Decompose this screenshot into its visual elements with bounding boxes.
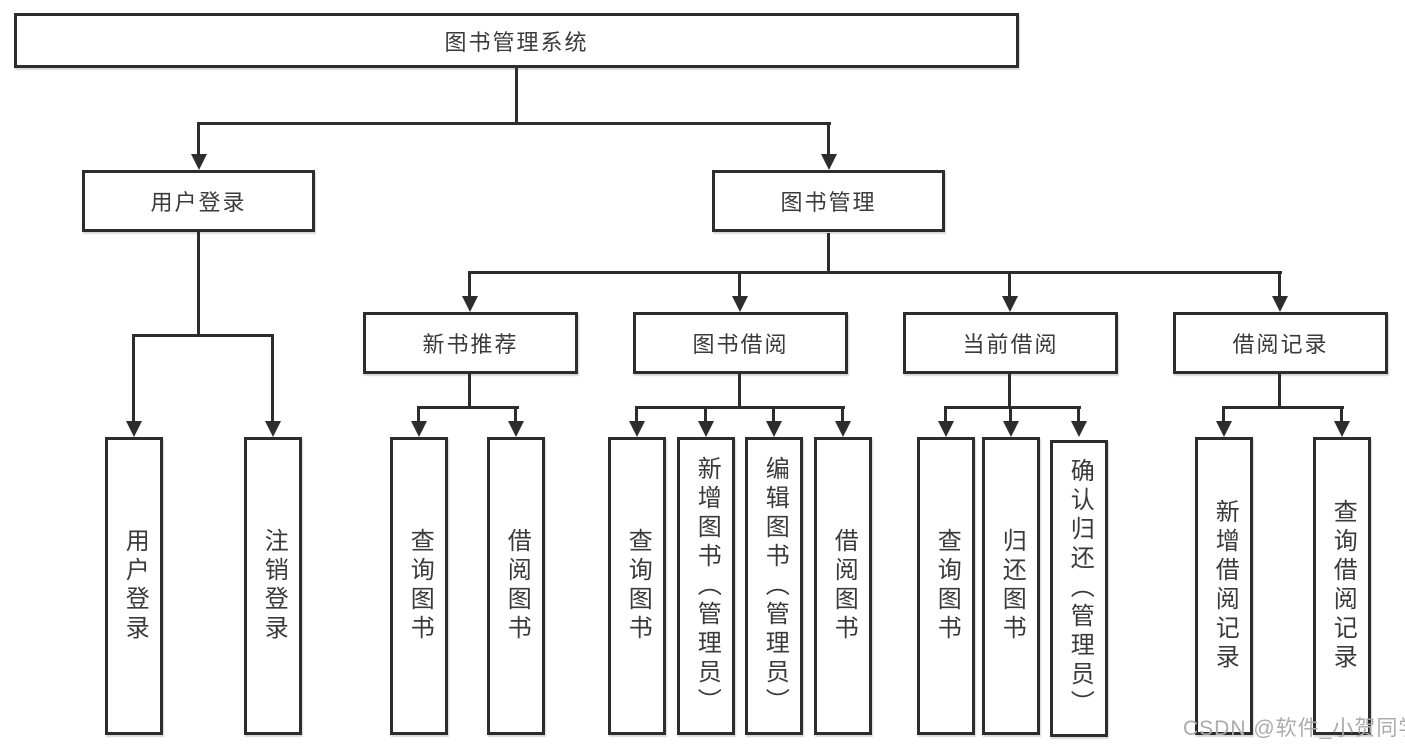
arrow-down-icon: [821, 154, 837, 170]
arrow-down-icon: [698, 421, 714, 437]
arrow-down-icon: [766, 421, 782, 437]
connector-line: [1009, 406, 1012, 423]
connector-line: [468, 374, 471, 408]
arrow-down-icon: [938, 421, 954, 437]
connector-line: [1340, 406, 1343, 423]
leaf-logout: 注销登录: [244, 437, 302, 735]
arrow-down-icon: [732, 296, 748, 312]
connector-line: [1278, 271, 1281, 298]
connector-line: [827, 122, 830, 156]
arrow-down-icon: [508, 421, 524, 437]
connector-line: [197, 232, 200, 336]
connector-line: [1008, 271, 1011, 298]
arrow-down-icon: [411, 421, 427, 437]
connector-line: [1222, 406, 1225, 423]
leaf-confirm-return-admin: 确认归还（管理员）: [1050, 440, 1108, 737]
node-book-borrow: 图书借阅: [633, 312, 848, 374]
connector-line: [417, 406, 420, 423]
arrow-down-icon: [629, 421, 645, 437]
connector-line: [635, 406, 845, 409]
leaf-query-book-recommend: 查询图书: [390, 437, 448, 735]
node-library-system: 图书管理系统: [14, 13, 1019, 68]
leaf-query-borrow-record: 查询借阅记录: [1313, 437, 1371, 735]
connector-line: [944, 406, 947, 423]
arrow-down-icon: [1272, 296, 1288, 312]
node-borrow-records: 借阅记录: [1173, 312, 1388, 374]
arrow-down-icon: [835, 421, 851, 437]
node-user-login: 用户登录: [82, 170, 315, 232]
leaf-return-book: 归还图书: [982, 437, 1040, 735]
arrow-down-icon: [126, 421, 142, 437]
leaf-query-current-borrow: 查询图书: [917, 437, 975, 735]
leaf-add-borrow-record: 新增借阅记录: [1195, 437, 1253, 735]
connector-line: [514, 406, 517, 423]
connector-line: [1077, 406, 1080, 423]
arrow-down-icon: [265, 421, 281, 437]
csdn-watermark: CSDN @软件_小贺同学: [1183, 717, 1405, 740]
connector-line: [132, 334, 274, 337]
arrow-down-icon: [1003, 421, 1019, 437]
arrow-down-icon: [1002, 296, 1018, 312]
connector-line: [1278, 374, 1281, 408]
connector-line: [468, 271, 471, 298]
connector-line: [271, 334, 274, 423]
connector-line: [197, 122, 831, 125]
arrow-down-icon: [1334, 421, 1350, 437]
leaf-borrow-book-recommend: 借阅图书: [487, 437, 545, 735]
connector-line: [704, 406, 707, 423]
leaf-user-login: 用户登录: [105, 437, 163, 735]
connector-line: [738, 374, 741, 408]
connector-line: [944, 406, 1081, 409]
leaf-query-book-borrow: 查询图书: [608, 437, 666, 735]
connector-line: [468, 271, 1282, 274]
connector-line: [772, 406, 775, 423]
node-new-book-recommend: 新书推荐: [363, 312, 578, 374]
connector-line: [841, 406, 844, 423]
arrow-down-icon: [1071, 421, 1087, 437]
arrow-down-icon: [191, 154, 207, 170]
node-current-borrow: 当前借阅: [903, 312, 1118, 374]
connector-line: [827, 233, 830, 273]
arrow-down-icon: [462, 296, 478, 312]
leaf-add-book-admin: 新增图书（管理员）: [677, 437, 735, 735]
connector-line: [417, 406, 519, 409]
arrow-down-icon: [1216, 421, 1232, 437]
connector-line: [197, 122, 200, 156]
connector-line: [1008, 374, 1011, 408]
connector-line: [738, 271, 741, 298]
node-book-management: 图书管理: [712, 170, 945, 232]
leaf-borrow-book: 借阅图书: [814, 437, 872, 735]
leaf-edit-book-admin: 编辑图书（管理员）: [745, 437, 803, 735]
connector-line: [635, 406, 638, 423]
connector-line: [515, 68, 518, 124]
connector-line: [1222, 406, 1344, 409]
connector-line: [132, 334, 135, 423]
